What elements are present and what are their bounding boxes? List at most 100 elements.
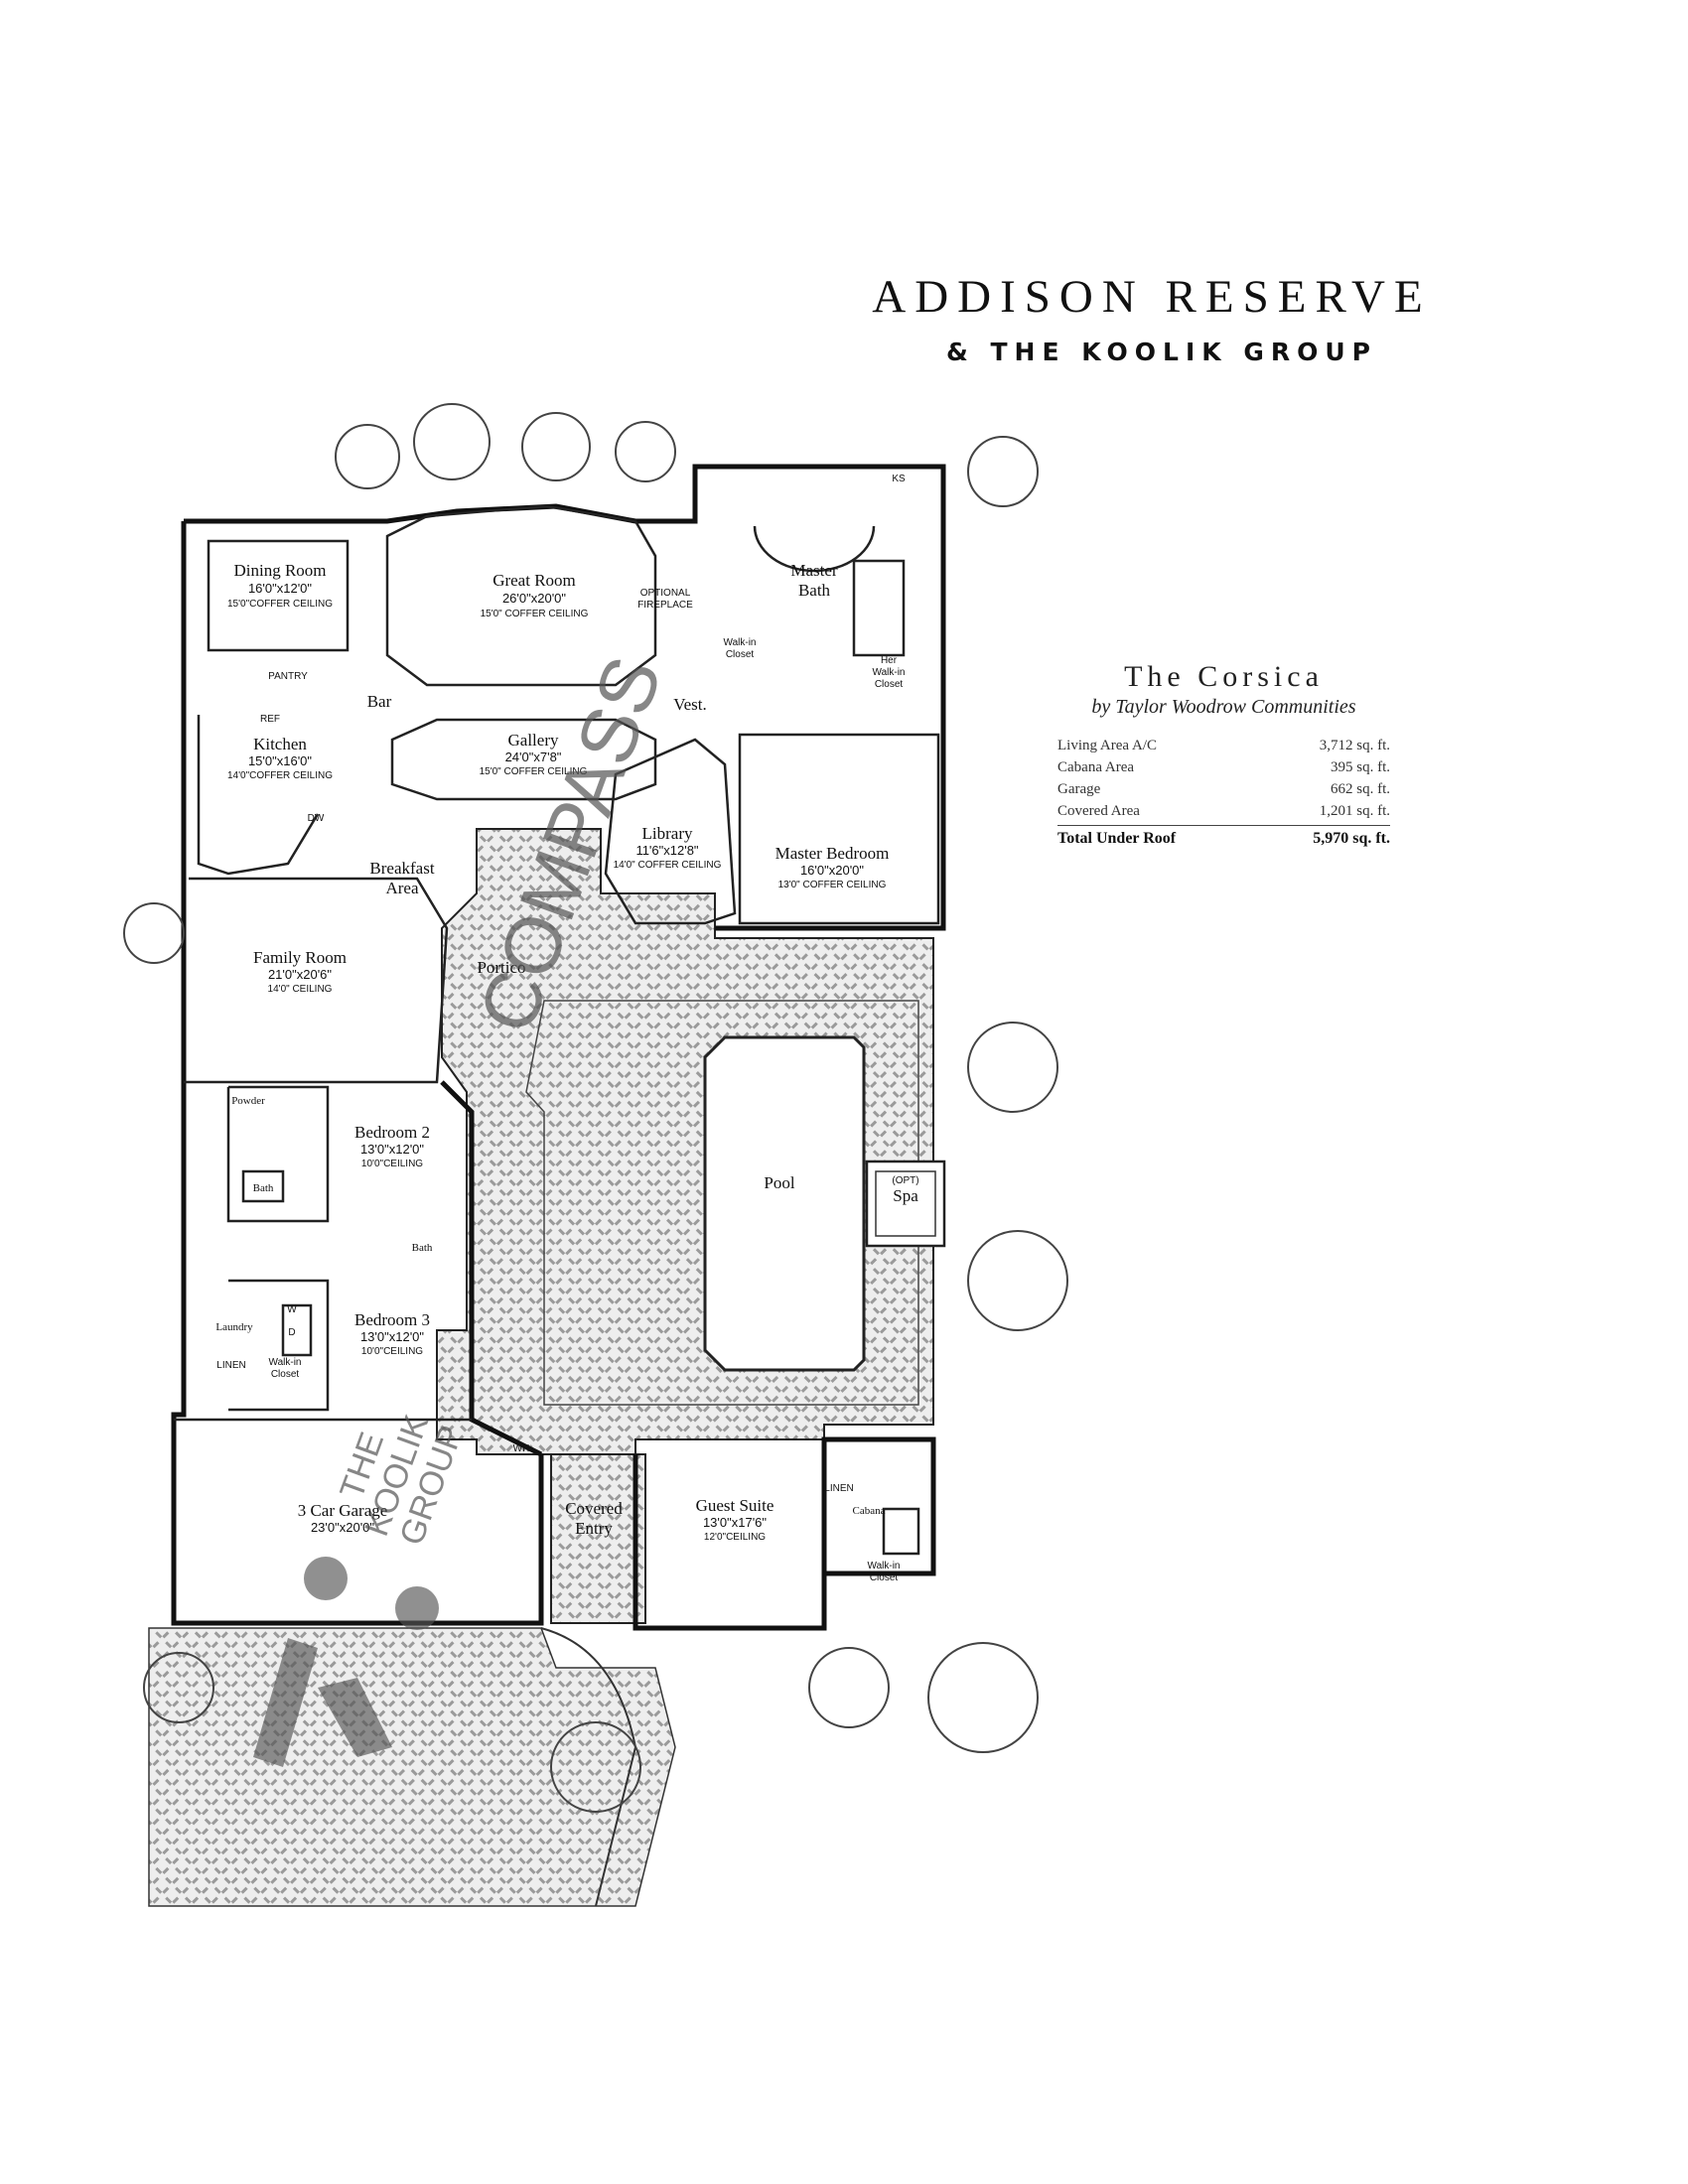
family-room-dims: 21'0"x20'6": [268, 967, 332, 982]
kitchen-ceiling: 14'0"COFFER CEILING: [227, 770, 333, 781]
shrub: [927, 1642, 1039, 1753]
area-row: Covered Area 1,201 sq. ft.: [1057, 800, 1390, 822]
shrub: [967, 1022, 1058, 1113]
gallery-dims: 24'0"x7'8": [505, 750, 562, 764]
library-outline: [604, 738, 737, 925]
spa-opt-label: (OPT): [892, 1175, 918, 1186]
covered-entry-paving: [550, 1453, 646, 1624]
spa-inner: [875, 1170, 936, 1237]
brand-subtitle: & THE KOOLIK GROUP: [946, 338, 1377, 366]
walkin-closet-label-1: Walk-in: [724, 637, 757, 648]
bedroom3-walls: [228, 1279, 330, 1412]
area-label: Cabana Area: [1057, 758, 1135, 775]
kitchen-label: Kitchen: [253, 735, 307, 753]
area-label: Living Area A/C: [1057, 737, 1157, 753]
walls: [171, 464, 946, 1631]
library-dims: 11'6"x12'8": [635, 843, 698, 858]
bedroom3-dims: 13'0"x12'0": [360, 1329, 424, 1344]
spa-label: Spa: [893, 1186, 918, 1205]
gallery-outline: [390, 718, 657, 801]
bedroom3-ceiling: 10'0"CEILING: [361, 1346, 423, 1357]
bedroom3-label: Bedroom 3: [354, 1310, 430, 1329]
portico-label: Portico: [477, 958, 525, 977]
driveway: [148, 1627, 676, 1907]
dryer-label: D: [288, 1327, 295, 1338]
main-wing-wall: [184, 464, 946, 931]
gallery-label: Gallery: [508, 731, 559, 750]
guest-suite-wall: [633, 1436, 936, 1631]
kitchen-counter: [197, 715, 320, 876]
master-bath-shower: [852, 559, 906, 657]
dining-room-dims: 16'0"x12'0": [248, 581, 312, 596]
room-labels: Dining Room 16'0"x12'0" 15'0"COFFER CEIL…: [215, 474, 918, 1583]
covered-entry-label-2: Entry: [575, 1519, 613, 1538]
bath-fixture: [241, 1169, 285, 1203]
fireplace-label-1: OPTIONAL: [640, 588, 691, 599]
cabana-shower: [882, 1507, 920, 1556]
area-label: Garage: [1057, 780, 1101, 797]
area-value: 395 sq. ft.: [1331, 758, 1390, 775]
great-room-dims: 26'0"x20'0": [502, 591, 566, 606]
library-label: Library: [642, 824, 693, 843]
covered-entry-label-1: Covered: [565, 1499, 623, 1518]
bedroom2-ceiling: 10'0"CEILING: [361, 1159, 423, 1169]
master-bedroom-outline: [738, 733, 940, 925]
model-info: The Corsica by Taylor Woodrow Communitie…: [1057, 660, 1390, 850]
area-value: 1,201 sq. ft.: [1319, 802, 1390, 819]
her-closet-label-1: Her: [881, 655, 898, 666]
ref-label: REF: [260, 714, 280, 725]
spa: [865, 1160, 946, 1248]
pantry-label: PANTRY: [268, 671, 308, 682]
pool-area: [703, 1035, 946, 1372]
great-room-label: Great Room: [492, 571, 576, 590]
walkin-closet-label-2: Closet: [726, 649, 755, 660]
area-value: 3,712 sq. ft.: [1319, 737, 1390, 753]
master-bedroom-dims: 16'0"x20'0": [800, 863, 864, 878]
walkin-closet-label-5: Walk-in: [868, 1561, 901, 1571]
gallery-ceiling: 15'0" COFFER CEILING: [480, 766, 588, 777]
interior-walls: [174, 504, 940, 1556]
walkin-closet-label-4: Closet: [271, 1369, 300, 1380]
kitchen-dims: 15'0"x16'0": [248, 753, 312, 768]
family-room-ceiling: 14'0" CEILING: [268, 984, 333, 995]
laundry-label: Laundry: [215, 1321, 253, 1333]
fireplace-label-2: FIREPLACE: [637, 600, 693, 611]
bedroom2-dims: 13'0"x12'0": [360, 1142, 424, 1157]
shrub: [521, 412, 591, 481]
her-closet-label-2: Walk-in: [873, 667, 906, 678]
guest-suite-label: Guest Suite: [696, 1496, 774, 1515]
brand-title: ADDISON RESERVE: [872, 271, 1432, 323]
pool: [703, 1035, 866, 1372]
bedroom2-walls: [226, 1085, 330, 1223]
vest-label: Vest.: [673, 695, 707, 714]
cabana-label: Cabana: [853, 1505, 886, 1517]
guest-suite-ceiling: 12'0"CEILING: [704, 1532, 766, 1543]
west-wall: [171, 521, 544, 1626]
bedroom2-label: Bedroom 2: [354, 1123, 430, 1142]
garage-label: 3 Car Garage: [298, 1501, 388, 1520]
linen-label-2: LINEN: [824, 1483, 853, 1494]
bath-label-1: Bath: [253, 1182, 274, 1194]
master-bedroom-label: Master Bedroom: [775, 844, 890, 863]
breakfast-family-wall: [184, 877, 449, 1084]
bedroom-wing-east-wall: [440, 1080, 543, 1457]
area-table: Living Area A/C 3,712 sq. ft. Cabana Area…: [1057, 735, 1390, 850]
shrub: [550, 1721, 641, 1813]
great-room-ceiling: 15'0" COFFER CEILING: [481, 609, 589, 619]
shrub: [123, 902, 185, 964]
shrub: [808, 1647, 890, 1728]
dw-label: DW: [308, 813, 325, 824]
shrub: [615, 421, 676, 482]
model-title: The Corsica: [1124, 660, 1324, 693]
master-bath-label-2: Bath: [798, 581, 831, 600]
area-total-label: Total Under Roof: [1057, 830, 1177, 847]
breakfast-label-2: Area: [385, 879, 418, 897]
area-row: Living Area A/C 3,712 sq. ft.: [1057, 735, 1390, 756]
shrub: [413, 403, 491, 480]
area-label: Covered Area: [1057, 802, 1140, 819]
laundry-fixture: [281, 1303, 313, 1357]
powder-label: Powder: [231, 1095, 265, 1107]
